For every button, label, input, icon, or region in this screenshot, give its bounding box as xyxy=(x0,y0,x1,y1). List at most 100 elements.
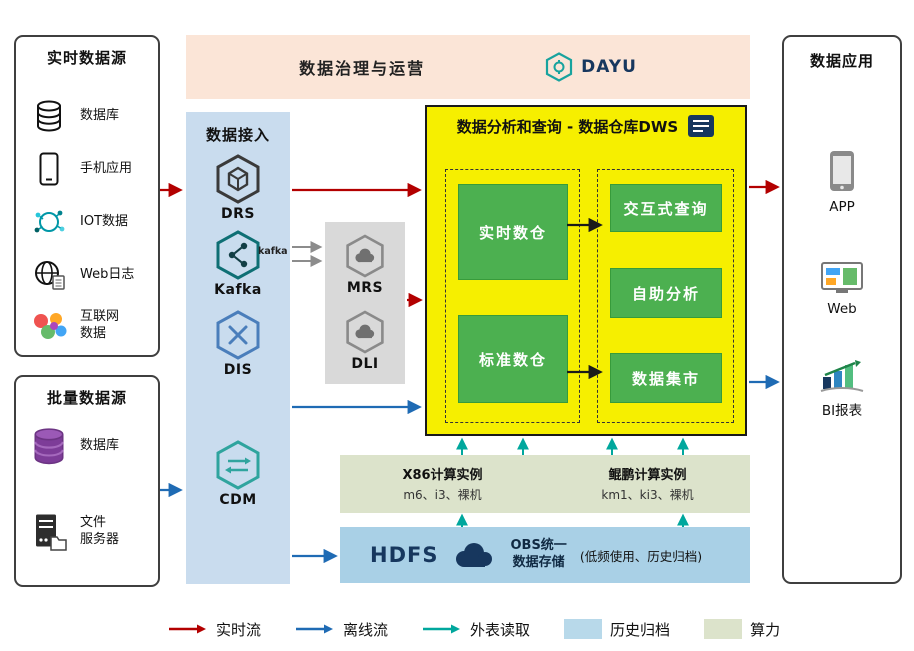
source-label: 互联网 数据 xyxy=(80,309,120,341)
source-item-batch-database: 数据库 xyxy=(16,423,158,469)
internet-data-icon xyxy=(29,311,69,341)
service-label-cdm: CDM xyxy=(219,492,257,508)
app-phone-icon xyxy=(830,151,854,191)
legend-realtime-flow: 实时流 xyxy=(168,619,261,640)
external-read-arrow-icon xyxy=(423,624,461,634)
dws-title: 数据分析和查询 - 数据仓库DWS xyxy=(456,117,679,136)
processing-panel: MRS DLI xyxy=(325,222,405,384)
source-label: 手机应用 xyxy=(80,160,133,176)
legend-compute-power: 算力 xyxy=(704,619,780,640)
source-item-web-logs: Web日志 xyxy=(16,252,158,298)
dayu-hexagon-icon xyxy=(546,52,573,82)
data-applications-box: 数据应用 APP Web xyxy=(782,35,902,584)
realtime-sources-title: 实时数据源 xyxy=(46,49,127,67)
governance-bar: 数据治理与运营 DAYU xyxy=(186,35,750,99)
standard-warehouse-box: 标准数仓 xyxy=(458,315,568,403)
service-mrs: MRS xyxy=(325,234,405,296)
service-kafka: kafka Kafka xyxy=(186,230,290,298)
analytics-group xyxy=(597,169,734,423)
app-item-app: APP xyxy=(784,149,900,215)
batch-sources-title: 批量数据源 xyxy=(46,389,127,407)
web-log-globe-icon xyxy=(29,260,69,290)
self-service-analysis-box: 自助分析 xyxy=(610,268,722,318)
batch-sources-box: 批量数据源 数据库 xyxy=(14,375,160,587)
kafka-hexagon-icon xyxy=(216,230,260,280)
compute-instances-bar: X86计算实例 m6、i3、裸机 鲲鹏计算实例 km1、ki3、裸机 xyxy=(340,455,750,513)
governance-title: 数据治理与运营 xyxy=(299,59,426,78)
kunpeng-subtitle: km1、ki3、裸机 xyxy=(601,488,694,502)
mrs-hexagon-icon xyxy=(346,234,384,278)
cdm-hexagon-icon xyxy=(216,440,260,490)
database-icon xyxy=(29,100,69,132)
legend-offline-flow: 离线流 xyxy=(295,619,388,640)
file-server-icon xyxy=(29,512,69,552)
obs-storage-title: OBS统一 数据存储 xyxy=(510,538,567,570)
web-dashboard-icon xyxy=(821,262,863,293)
source-item-mobile-app: 手机应用 xyxy=(16,146,158,192)
hdfs-label: HDFS xyxy=(370,543,439,567)
data-mart-box: 数据集市 xyxy=(610,353,722,403)
archive-swatch xyxy=(564,619,603,639)
legend-label: 实时流 xyxy=(216,620,262,639)
source-label: 数据库 xyxy=(80,437,120,453)
source-label: 数据库 xyxy=(80,107,120,123)
source-label: 文件 服务器 xyxy=(80,515,120,547)
kunpeng-title: 鲲鹏计算实例 xyxy=(608,468,687,483)
source-item-internet-data: 互联网 数据 xyxy=(16,303,158,349)
dis-hexagon-icon xyxy=(216,310,260,360)
app-item-web: Web xyxy=(784,261,900,317)
legend-external-read: 外表读取 xyxy=(422,619,530,640)
legend: 实时流 离线流 外表读取 历史归档 算力 xyxy=(168,612,780,646)
obs-storage-note: (低频使用、历史归档) xyxy=(579,548,703,564)
source-item-iot-data: IOT数据 xyxy=(16,199,158,245)
obs-cloud-icon xyxy=(456,543,493,567)
service-label-kafka: Kafka xyxy=(214,282,262,298)
drs-hexagon-icon xyxy=(216,154,260,204)
source-label: IOT数据 xyxy=(80,213,129,229)
service-drs: DRS xyxy=(186,154,290,222)
warehouse-group xyxy=(445,169,580,423)
source-label: Web日志 xyxy=(80,266,135,282)
ingestion-title: 数据接入 xyxy=(205,126,270,144)
dli-hexagon-icon xyxy=(346,310,384,354)
service-label-drs: DRS xyxy=(221,206,255,222)
dws-warehouse-box: 数据分析和查询 - 数据仓库DWS 实时数仓 标准数仓 交互式查询 自助分析 数… xyxy=(425,105,747,436)
service-label-dis: DIS xyxy=(223,362,253,378)
legend-label: 历史归档 xyxy=(610,620,671,639)
bi-report-chart-icon xyxy=(820,360,864,392)
applications-title: 数据应用 xyxy=(809,52,874,70)
purple-database-icon xyxy=(29,427,69,465)
service-label-mrs: MRS xyxy=(346,280,384,296)
legend-label: 外表读取 xyxy=(470,620,531,639)
x86-subtitle: m6、i3、裸机 xyxy=(403,488,482,502)
report-document-icon xyxy=(688,115,715,137)
app-label: APP xyxy=(829,199,855,215)
app-item-bi-report: BI报表 xyxy=(784,359,900,419)
realtime-warehouse-box: 实时数仓 xyxy=(458,184,568,280)
service-cdm: CDM xyxy=(186,440,290,508)
source-item-database: 数据库 xyxy=(16,93,158,139)
service-dli: DLI xyxy=(325,310,405,372)
x86-title: X86计算实例 xyxy=(402,468,483,483)
legend-label: 算力 xyxy=(750,620,781,639)
service-label-dli: DLI xyxy=(351,356,379,372)
legend-label: 离线流 xyxy=(343,620,389,639)
compute-swatch xyxy=(704,619,743,639)
source-item-file-server: 文件 服务器 xyxy=(16,509,158,555)
kafka-wordmark: kafka xyxy=(258,246,288,257)
dayu-logo: DAYU xyxy=(545,52,637,82)
kunpeng-instances: 鲲鹏计算实例 km1、ki3、裸机 xyxy=(545,455,750,513)
interactive-query-box: 交互式查询 xyxy=(610,184,722,232)
dayu-logo-text: DAYU xyxy=(581,57,637,77)
app-label: BI报表 xyxy=(821,403,863,419)
mobile-phone-icon xyxy=(29,152,69,186)
offline-flow-arrow-icon xyxy=(296,624,334,634)
app-label: Web xyxy=(827,301,857,317)
realtime-sources-box: 实时数据源 数据库 手机应用 xyxy=(14,35,160,357)
data-ingestion-panel: 数据接入 DRS kafka Kafka xyxy=(186,112,290,584)
legend-history-archive: 历史归档 xyxy=(564,619,670,640)
iot-icon xyxy=(29,207,69,237)
realtime-flow-arrow-icon xyxy=(169,624,206,634)
hdfs-obs-storage-bar: HDFS OBS统一 数据存储 (低频使用、历史归档) xyxy=(340,527,750,583)
